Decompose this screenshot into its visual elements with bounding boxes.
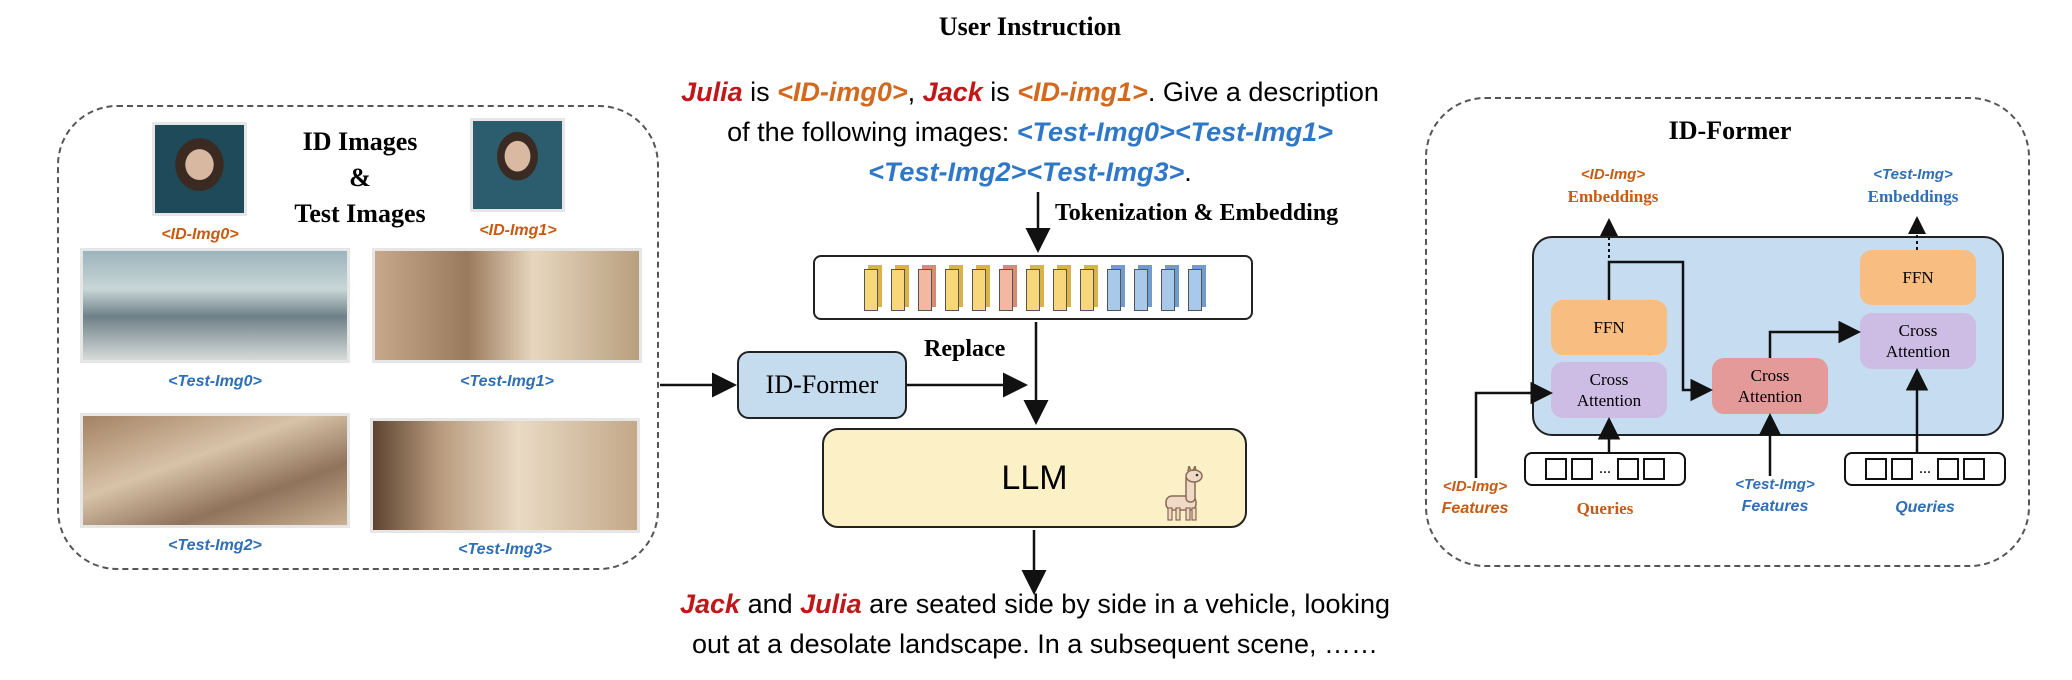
name-jack: Jack bbox=[922, 77, 983, 107]
name-jack: Jack bbox=[680, 589, 741, 619]
replace-label: Replace bbox=[924, 336, 1006, 362]
test-img3-photo bbox=[370, 418, 640, 533]
queries-label-right: Queries bbox=[1895, 499, 1955, 516]
token-id-img0: <ID-img0> bbox=[777, 77, 908, 107]
queries-box-right: ... bbox=[1844, 452, 2006, 486]
text: , bbox=[907, 77, 923, 107]
id-former-detail-panel bbox=[1425, 97, 2030, 567]
text: Cross bbox=[1750, 366, 1790, 385]
label-tag: <ID-Img> bbox=[1442, 478, 1508, 495]
token-yellow bbox=[972, 269, 986, 311]
id-img-features-label: <ID-Img> Features bbox=[1425, 476, 1525, 520]
images-heading: ID Images & Test Images bbox=[270, 124, 450, 232]
text: is bbox=[742, 77, 778, 107]
test-img-features-label: <Test-Img> Features bbox=[1720, 474, 1830, 518]
token-test-img01: <Test-Img0><Test-Img1> bbox=[1016, 117, 1333, 147]
label-tag: <Test-Img> bbox=[1873, 166, 1953, 183]
token-pink bbox=[918, 269, 932, 311]
test-img-embeddings-label: <Test-Img> Embeddings bbox=[1848, 164, 1978, 208]
query-square bbox=[1571, 458, 1593, 480]
ffn-box-right: FFN bbox=[1860, 250, 1976, 305]
output-line-2: out at a desolate landscape. In a subseq… bbox=[692, 629, 1378, 659]
token-yellow bbox=[1080, 269, 1094, 311]
query-square bbox=[1617, 458, 1639, 480]
text: and bbox=[740, 589, 801, 619]
id-img-embeddings-label: <ID-Img> Embeddings bbox=[1548, 164, 1678, 208]
heading-line: ID Images bbox=[302, 127, 418, 156]
name-julia: Julia bbox=[800, 589, 862, 619]
ffn-box-left: FFN bbox=[1551, 300, 1667, 355]
label-word: Embeddings bbox=[1567, 187, 1659, 206]
heading-line: & bbox=[349, 163, 371, 192]
text: Attention bbox=[1737, 387, 1803, 406]
token-yellow bbox=[945, 269, 959, 311]
ellipsis: ... bbox=[1599, 460, 1611, 477]
id-img1-photo bbox=[470, 118, 565, 212]
id-former-box: ID-Former bbox=[737, 351, 907, 419]
token-yellow bbox=[891, 269, 905, 311]
token-blue bbox=[1161, 269, 1175, 311]
caption-test-img3: <Test-Img3> bbox=[458, 541, 552, 558]
query-square bbox=[1865, 458, 1887, 480]
query-square bbox=[1937, 458, 1959, 480]
caption-test-img1: <Test-Img1> bbox=[460, 373, 554, 390]
llama-icon bbox=[1165, 466, 1203, 521]
text: Cross bbox=[1589, 370, 1629, 389]
token-blue bbox=[1188, 269, 1202, 311]
label-tag: <ID-Img> bbox=[1580, 166, 1646, 183]
text: of the following images: bbox=[727, 117, 1017, 147]
label-word: Features bbox=[1741, 498, 1809, 515]
token-id-img1: <ID-img1> bbox=[1017, 77, 1148, 107]
name-julia: Julia bbox=[681, 77, 743, 107]
text: is bbox=[982, 77, 1018, 107]
caption-id-img1: <ID-Img1> bbox=[479, 222, 557, 239]
text: are seated side by side in a vehicle, lo… bbox=[861, 589, 1390, 619]
token-test-img23: <Test-Img2><Test-Img3> bbox=[868, 157, 1185, 187]
user-instruction-text: Julia is <ID-img0>, Jack is <ID-img1>. G… bbox=[600, 72, 1460, 192]
token-blue bbox=[1107, 269, 1121, 311]
output-description: Jack and Julia are seated side by side i… bbox=[620, 584, 1450, 664]
text: . Give a description bbox=[1147, 77, 1379, 107]
label-word: Embeddings bbox=[1867, 187, 1959, 206]
token-row bbox=[864, 265, 1224, 313]
diagram-title: User Instruction bbox=[938, 12, 1122, 41]
text: Attention bbox=[1576, 391, 1642, 410]
caption-test-img2: <Test-Img2> bbox=[168, 537, 262, 554]
text: . bbox=[1184, 157, 1192, 187]
ellipsis: ... bbox=[1919, 460, 1931, 477]
caption-test-img0: <Test-Img0> bbox=[168, 373, 262, 390]
heading-line: Test Images bbox=[294, 199, 426, 228]
id-img0-photo bbox=[152, 122, 247, 216]
label-tag: <Test-Img> bbox=[1735, 476, 1815, 493]
id-former-title: ID-Former bbox=[1668, 116, 1792, 145]
text: Cross bbox=[1898, 321, 1938, 340]
test-img1-photo bbox=[372, 248, 642, 363]
tokenization-label: Tokenization & Embedding bbox=[1055, 200, 1339, 226]
query-square bbox=[1545, 458, 1567, 480]
id-test-images-panel bbox=[57, 105, 659, 570]
query-square bbox=[1891, 458, 1913, 480]
query-square bbox=[1963, 458, 1985, 480]
token-embedding-bar bbox=[813, 255, 1253, 320]
text: Attention bbox=[1885, 342, 1951, 361]
token-yellow bbox=[1053, 269, 1067, 311]
query-square bbox=[1643, 458, 1665, 480]
caption-id-img0: <ID-Img0> bbox=[161, 226, 239, 243]
token-yellow bbox=[1026, 269, 1040, 311]
test-img0-photo bbox=[80, 248, 350, 363]
token-yellow bbox=[864, 269, 878, 311]
test-img2-photo bbox=[80, 413, 350, 528]
label-word: Features bbox=[1441, 500, 1509, 517]
queries-label-left: Queries bbox=[1576, 499, 1634, 518]
token-pink bbox=[999, 269, 1013, 311]
token-blue bbox=[1134, 269, 1148, 311]
queries-box-left: ... bbox=[1524, 452, 1686, 486]
